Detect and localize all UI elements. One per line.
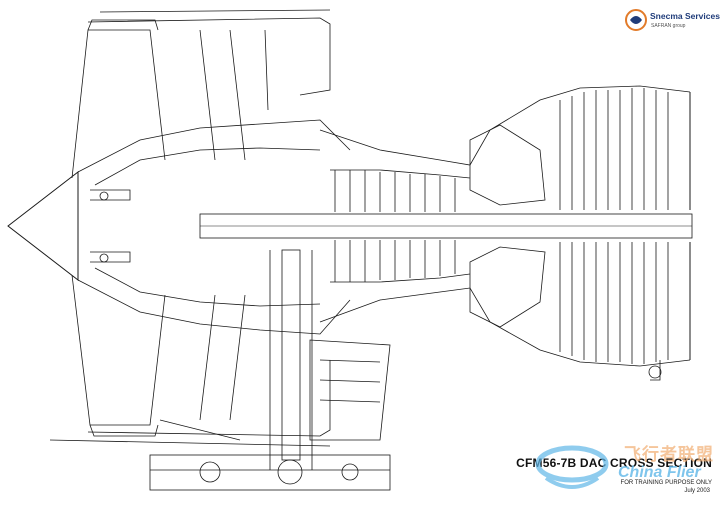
- radial-drive-shaft: [281, 249, 301, 461]
- fan-blade-bottom: [71, 274, 166, 426]
- spinner-cone: [7, 170, 79, 282]
- logo-brand-text: Snecma Services: [650, 11, 720, 21]
- snecma-logo: Snecma Services SAFRAN group: [624, 6, 720, 36]
- fan-case-top: [87, 17, 331, 96]
- title-block: CFM56-7B DAC CROSS SECTION FOR TRAINING …: [510, 454, 716, 502]
- training-note: FOR TRAINING PURPOSE ONLY: [620, 480, 712, 486]
- drawing-title: CFM56-7B DAC CROSS SECTION: [516, 456, 712, 470]
- accessory-gearbox: [149, 454, 391, 491]
- fan-case-bottom: [87, 360, 331, 437]
- hpc-blades-bottom: [334, 240, 456, 282]
- drawing-date: July 2003: [684, 488, 710, 494]
- turbine-blades-bottom: [559, 242, 669, 364]
- combustor-top: [469, 124, 546, 206]
- snecma-logo-icon: [625, 9, 647, 31]
- booster-bottom: [77, 279, 351, 335]
- hpc-case-bottom: [319, 287, 691, 367]
- booster-top: [77, 119, 351, 173]
- turbine-blades-top: [559, 88, 669, 210]
- fan-blade-top: [71, 29, 166, 179]
- hpc-case-top: [319, 85, 691, 166]
- gearbox-housing: [309, 339, 391, 441]
- combustor-bottom: [469, 246, 546, 328]
- hpc-blades-top: [334, 170, 456, 212]
- logo-group-text: SAFRAN group: [651, 23, 686, 29]
